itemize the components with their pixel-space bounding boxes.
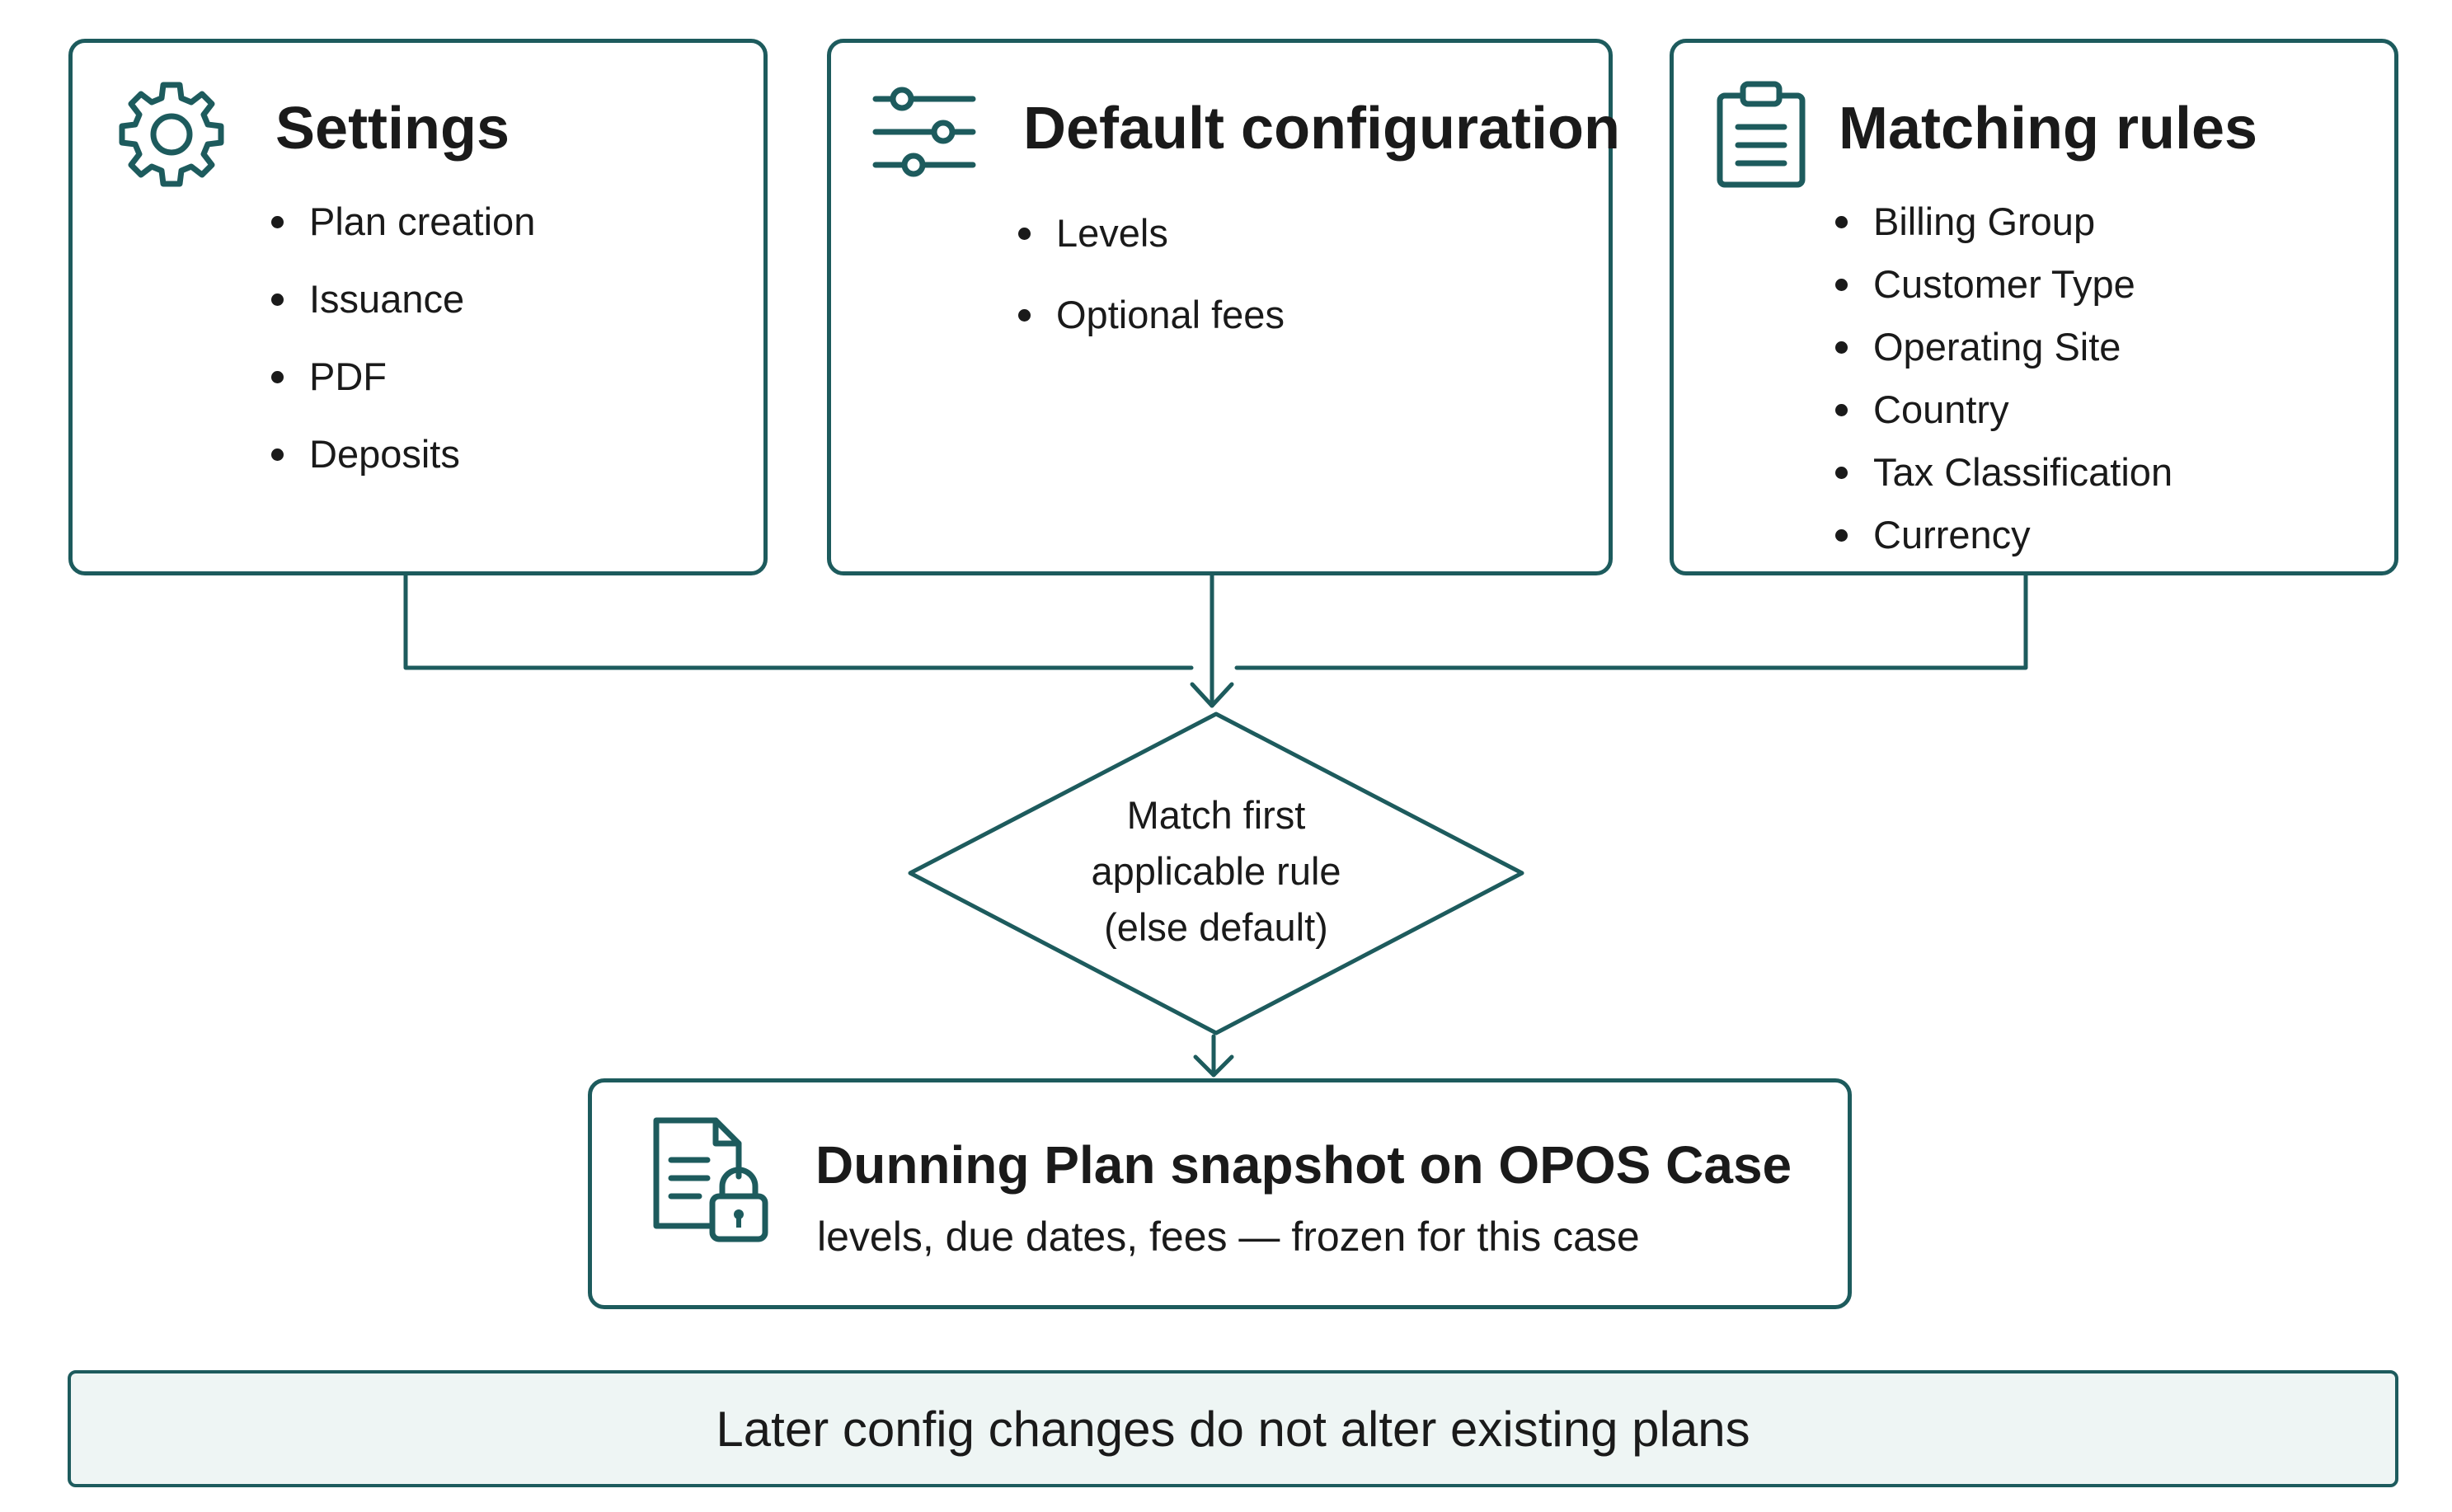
decision-text: Match first applicable rule (else defaul… — [973, 787, 1459, 956]
snapshot-title: Dunning Plan snapshot on OPOS Case — [815, 1135, 1792, 1195]
snapshot-subtitle: levels, due dates, fees — frozen for thi… — [817, 1214, 1640, 1260]
matching-rule-item: Tax Classification — [1835, 453, 2173, 491]
default-configuration-list: Levels Optional fees — [1018, 214, 1285, 377]
settings-title: Settings — [275, 96, 510, 162]
clipboard-icon — [1713, 79, 1809, 194]
matching-rules-list: Billing Group Customer Type Operating Si… — [1835, 202, 2173, 578]
decision-line: Match first — [1126, 793, 1306, 837]
decision-line: applicable rule — [1091, 849, 1341, 893]
matching-rules-box: Matching rules Billing Group Customer Ty… — [1670, 39, 2398, 575]
sliders-icon — [871, 84, 978, 187]
matching-rule-item: Billing Group — [1835, 202, 2173, 241]
gear-icon — [114, 77, 229, 196]
default-configuration-item: Optional fees — [1018, 295, 1285, 334]
matching-rule-item: Currency — [1835, 515, 2173, 554]
matching-rule-item: Customer Type — [1835, 265, 2173, 303]
matching-rule-item: Country — [1835, 390, 2173, 429]
settings-item: Deposits — [271, 434, 535, 473]
arrowhead-to-decision — [1190, 682, 1234, 708]
locked-document-icon — [650, 1114, 773, 1250]
settings-list: Plan creation Issuance PDF Deposits — [271, 202, 535, 512]
arrowhead-to-snapshot — [1193, 1054, 1234, 1078]
settings-box: Settings Plan creation Issuance PDF Depo… — [68, 39, 768, 575]
decision-line: (else default) — [1104, 905, 1328, 949]
footer-note: Later config changes do not alter existi… — [68, 1370, 2398, 1487]
footer-text: Later config changes do not alter existi… — [716, 1401, 1750, 1457]
default-configuration-title: Default configuration — [1023, 96, 1620, 162]
matching-rule-item: Operating Site — [1835, 327, 2173, 366]
settings-connector — [403, 573, 1194, 670]
settings-item: PDF — [271, 357, 535, 396]
snapshot-box: Dunning Plan snapshot on OPOS Case level… — [588, 1078, 1852, 1309]
settings-item: Issuance — [271, 279, 535, 318]
matching-rules-title: Matching rules — [1839, 96, 2258, 162]
settings-item: Plan creation — [271, 202, 535, 241]
default-configuration-box: Default configuration Levels Optional fe… — [827, 39, 1620, 575]
default-configuration-item: Levels — [1018, 214, 1285, 252]
matching-connector — [1234, 573, 2028, 670]
decision-diamond — [908, 711, 1524, 1035]
